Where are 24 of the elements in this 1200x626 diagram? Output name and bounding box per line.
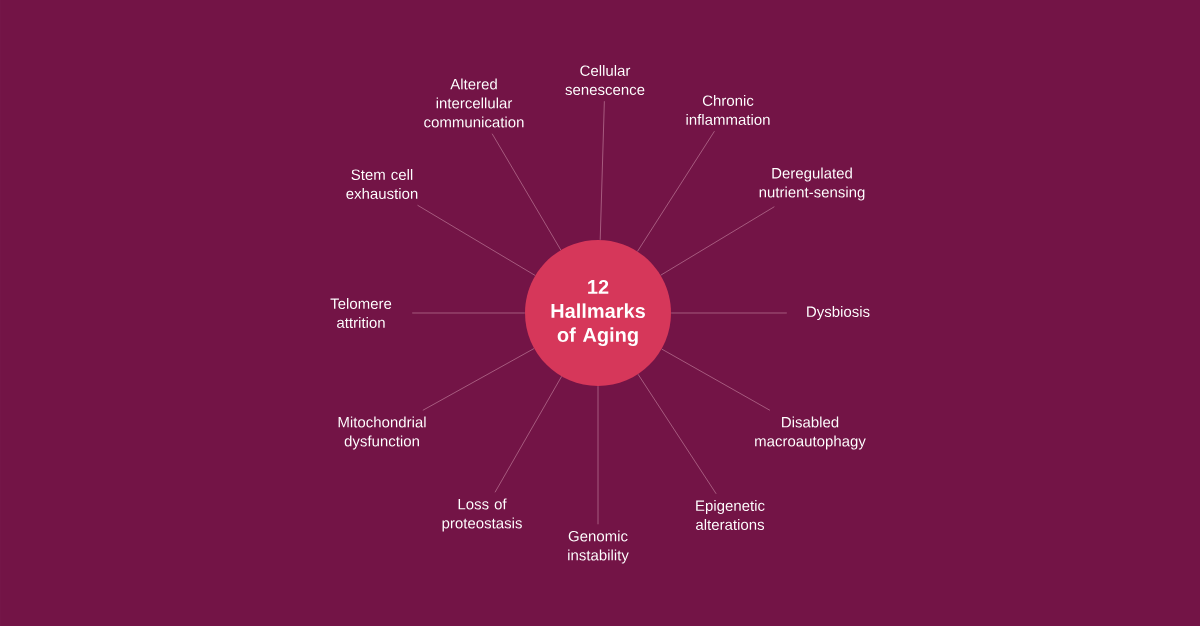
hallmark-label: Genomic instability xyxy=(568,530,629,564)
hallmark-label: Mitochondrial dysfunction xyxy=(338,416,426,450)
hallmark-label: Dysbiosis xyxy=(807,306,870,320)
hallmark-label: Epigenetic alterations xyxy=(696,500,765,530)
spoke-line xyxy=(494,376,562,493)
spoke-line xyxy=(417,204,536,276)
hallmark-label: Telomere attrition xyxy=(330,298,392,328)
hallmark-label: Altered intercellular communication xyxy=(424,78,524,128)
spoke-line xyxy=(637,130,715,252)
spoke-line xyxy=(660,206,775,276)
spoke-line xyxy=(637,373,717,495)
spoke-line xyxy=(597,385,599,525)
spoke-line xyxy=(661,348,771,411)
hallmark-label: Deregulated nutrient-sensing xyxy=(759,167,865,201)
spoke-line xyxy=(670,312,788,314)
hallmark-label: Loss of proteostasis xyxy=(442,498,522,532)
hallmark-label: Stem cell exhaustion xyxy=(346,169,418,199)
hallmark-label: Cellular senescence xyxy=(565,65,645,95)
spoke-line xyxy=(599,100,605,241)
hallmark-label: Disabled macroautophagy xyxy=(755,416,866,450)
hallmark-label: Chronic inflammation xyxy=(686,95,770,125)
spoke-line xyxy=(422,348,535,411)
spoke-line xyxy=(411,312,526,314)
spoke-line xyxy=(491,133,562,251)
